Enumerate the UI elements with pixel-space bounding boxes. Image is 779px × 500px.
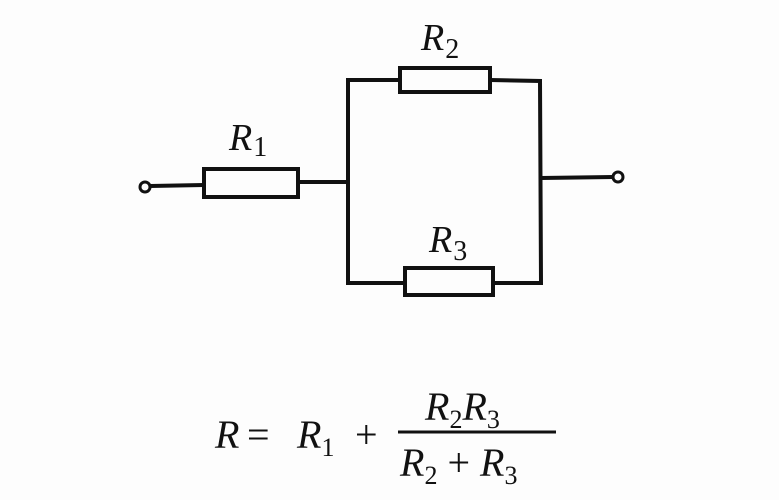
resistor-r2 bbox=[398, 66, 492, 94]
resistor-r1 bbox=[202, 167, 300, 199]
wire-parallel-right bbox=[489, 78, 544, 285]
resistor-r3 bbox=[403, 266, 495, 297]
output-terminal bbox=[611, 170, 625, 184]
label-r3: R3 bbox=[428, 219, 467, 267]
formula-numerator: R2R3 bbox=[424, 384, 500, 434]
formula: R = R1 + R2R3 R2+R3 bbox=[214, 384, 556, 490]
label-r2: R2 bbox=[420, 17, 459, 65]
formula-denominator: R2+R3 bbox=[399, 440, 517, 490]
input-terminal bbox=[138, 180, 152, 194]
wire-input bbox=[149, 183, 205, 188]
formula-plus: + bbox=[355, 412, 378, 457]
formula-equals: = bbox=[247, 412, 270, 457]
wire-parallel-left bbox=[346, 78, 405, 285]
formula-lhs: R bbox=[214, 412, 239, 457]
formula-r1: R1 bbox=[296, 412, 334, 462]
wire-output bbox=[540, 175, 614, 180]
label-r1: R1 bbox=[228, 117, 267, 163]
